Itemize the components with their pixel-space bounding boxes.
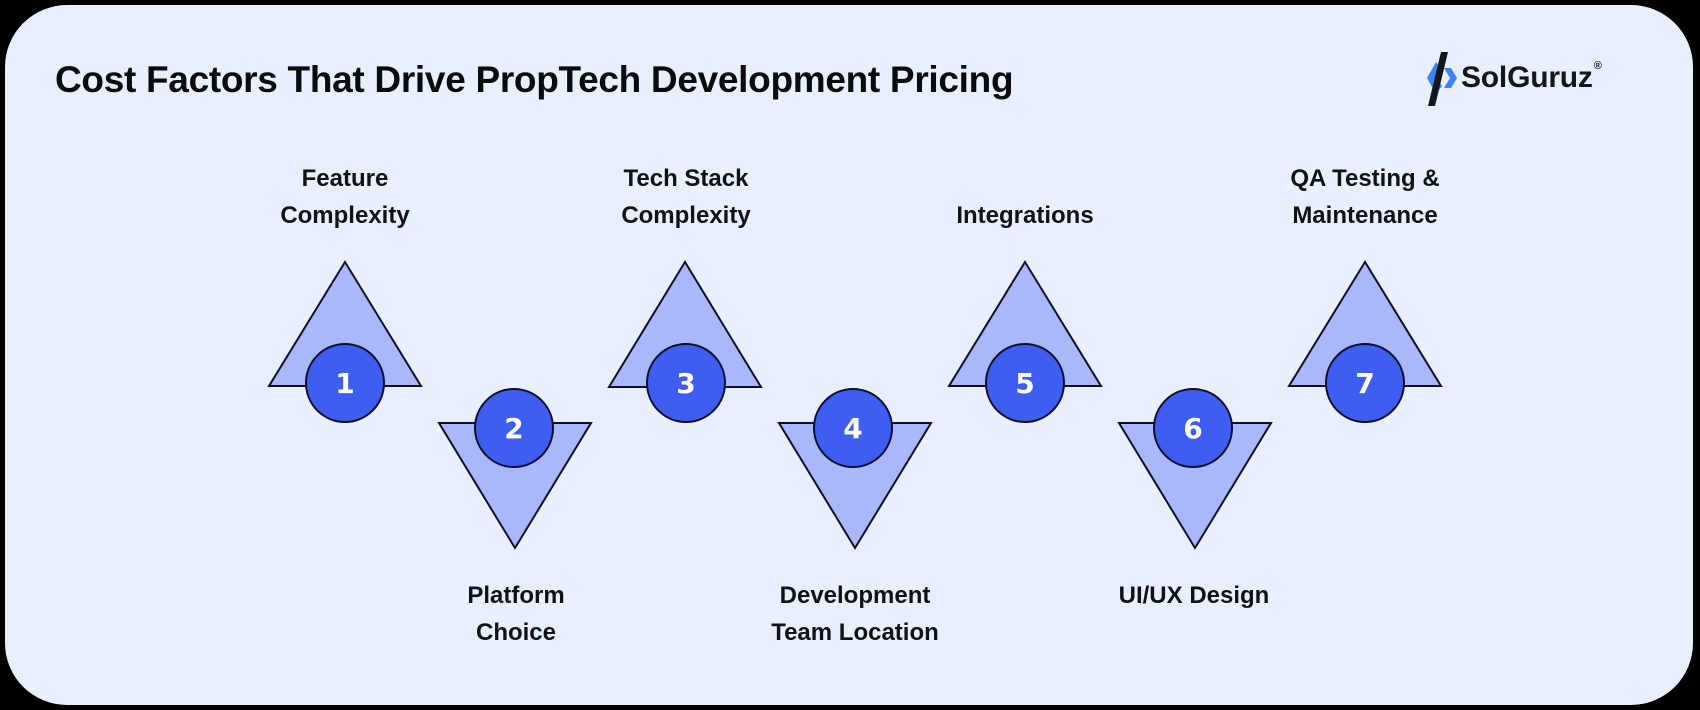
factor-2-shape: 2 [437,388,593,550]
step-circle [813,388,893,468]
label-line: Platform [467,582,565,609]
label-line: Choice [475,619,556,646]
step-circle [305,343,385,423]
label-line: Maintenance [1292,202,1438,229]
step-number: 4 [843,412,862,445]
factor-4-shape: 4 [777,388,933,550]
label-line: Integrations [956,202,1094,229]
step-circle [1153,388,1233,468]
factor-4-label: Development Team Location [725,577,985,651]
factor-7-shape: 7 [1287,260,1443,423]
step-number: 3 [676,367,695,400]
label-line: Complexity [280,202,410,229]
step-number: 7 [1355,367,1374,400]
step-circle [646,343,726,423]
label-line: Tech Stack [623,165,749,192]
page-title: Cost Factors That Drive PropTech Develop… [55,59,1014,100]
factor-1-label: Feature Complexity [215,160,475,234]
label-line: UI/UX Design [1118,582,1270,609]
label-line: Development [779,582,931,609]
factor-6-label: UI/UX Design [1064,577,1324,614]
factor-6-shape: 6 [1117,388,1273,550]
factor-5-shape: 5 [947,260,1103,423]
solguruz-logo-icon [1427,52,1457,106]
label-line: QA Testing & [1290,165,1440,192]
factor-5-label: Integrations [895,197,1155,234]
registered-mark: ® [1593,60,1602,72]
step-circle [1325,343,1405,423]
step-number: 1 [335,367,354,400]
step-number: 2 [504,412,523,445]
factor-3-label: Tech Stack Complexity [556,160,816,234]
brand-logo: SolGuruz ® [1423,48,1602,108]
label-line: Team Location [771,619,939,646]
step-number: 6 [1183,412,1202,445]
step-circle [985,343,1065,423]
factor-1-shape: 1 [267,260,423,423]
brand-name: SolGuruz [1461,61,1593,94]
step-number: 5 [1015,367,1034,400]
label-line: Complexity [621,202,751,229]
factor-3-shape: 3 [607,260,763,423]
label-line: Feature [301,165,389,192]
factor-7-label: QA Testing & Maintenance [1235,160,1495,234]
step-circle [474,388,554,468]
factor-2-label: Platform Choice [386,577,646,651]
